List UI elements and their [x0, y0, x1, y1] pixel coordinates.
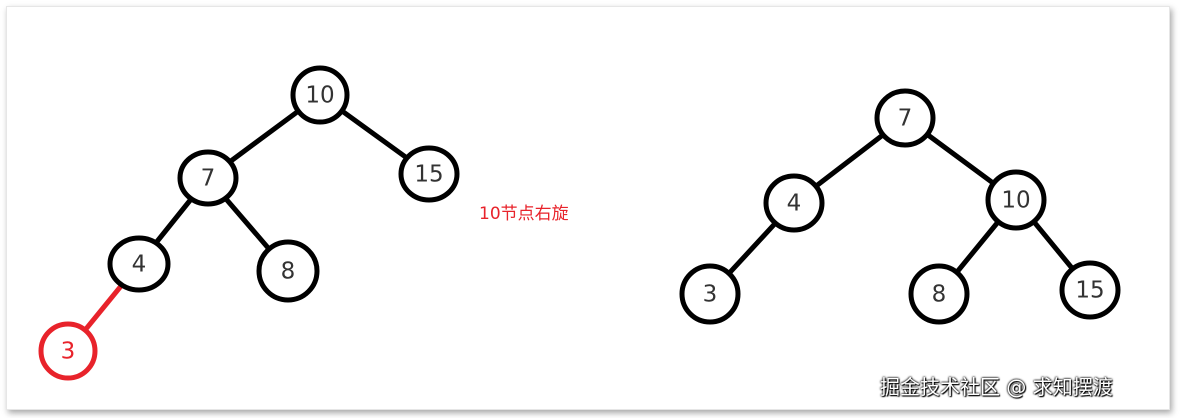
tree-edge-b4-b3 [80, 279, 127, 335]
node-circle-a8 [908, 263, 970, 325]
tree-node-b15: 15 [398, 145, 460, 203]
tree-edge-a7-a10 [922, 129, 999, 188]
tree-edge-b10-b7 [224, 106, 303, 167]
tree-edge-a7-a4 [810, 130, 889, 191]
tree-node-a4: 4 [763, 173, 825, 233]
node-label-b15: 15 [414, 162, 443, 188]
node-label-a3: 3 [703, 282, 718, 308]
node-label-b7: 7 [201, 166, 216, 192]
node-label-b4: 4 [132, 252, 147, 278]
node-circle-b4 [107, 235, 171, 293]
tree-node-a15: 15 [1059, 260, 1121, 320]
node-circle-b7 [177, 149, 239, 207]
diagram-frame [6, 6, 1170, 410]
tree-edge-b7-b8 [220, 193, 274, 254]
tree-edge-a10-a15 [1029, 216, 1078, 274]
nodes-layer: 10 7 15 4 8 3 7 4 10 3 8 15 [38, 65, 1121, 381]
tree-edge-a10-a8 [952, 216, 1003, 278]
node-label-a7: 7 [898, 106, 913, 132]
node-circle-a4 [763, 173, 825, 233]
tree-node-b8: 8 [256, 239, 320, 303]
node-label-a8: 8 [932, 282, 947, 308]
tree-node-b10: 10 [290, 65, 350, 125]
node-label-b3: 3 [61, 339, 76, 365]
node-circle-a3 [679, 263, 741, 325]
node-label-a10: 10 [1001, 188, 1030, 214]
node-circle-a15 [1059, 260, 1121, 320]
watermark: 掘金技术社区 @ 求知摆渡 [880, 375, 1113, 399]
node-label-a4: 4 [787, 191, 802, 217]
tree-node-a10: 10 [985, 169, 1047, 231]
tree-node-b7: 7 [177, 149, 239, 207]
tree-node-b3: 3 [38, 321, 98, 381]
node-label-b10: 10 [305, 83, 334, 109]
tree-edge-b7-b4 [151, 193, 196, 249]
node-circle-b3 [38, 321, 98, 381]
edges-layer [80, 106, 1078, 335]
node-circle-b10 [290, 65, 350, 125]
tree-node-a7: 7 [874, 88, 936, 148]
tree-node-a3: 3 [679, 263, 741, 325]
tree-edge-b10-b15 [337, 106, 413, 163]
node-label-b8: 8 [281, 259, 296, 285]
node-circle-a10 [985, 169, 1047, 231]
node-label-a15: 15 [1075, 278, 1104, 304]
tree-node-b4: 4 [107, 235, 171, 293]
node-circle-a7 [874, 88, 936, 148]
node-circle-b8 [256, 239, 320, 303]
tree-node-a8: 8 [908, 263, 970, 325]
rotation-caption: 10节点右旋 [479, 204, 569, 224]
tree-edge-a4-a3 [724, 218, 781, 278]
node-circle-b15 [398, 145, 460, 203]
